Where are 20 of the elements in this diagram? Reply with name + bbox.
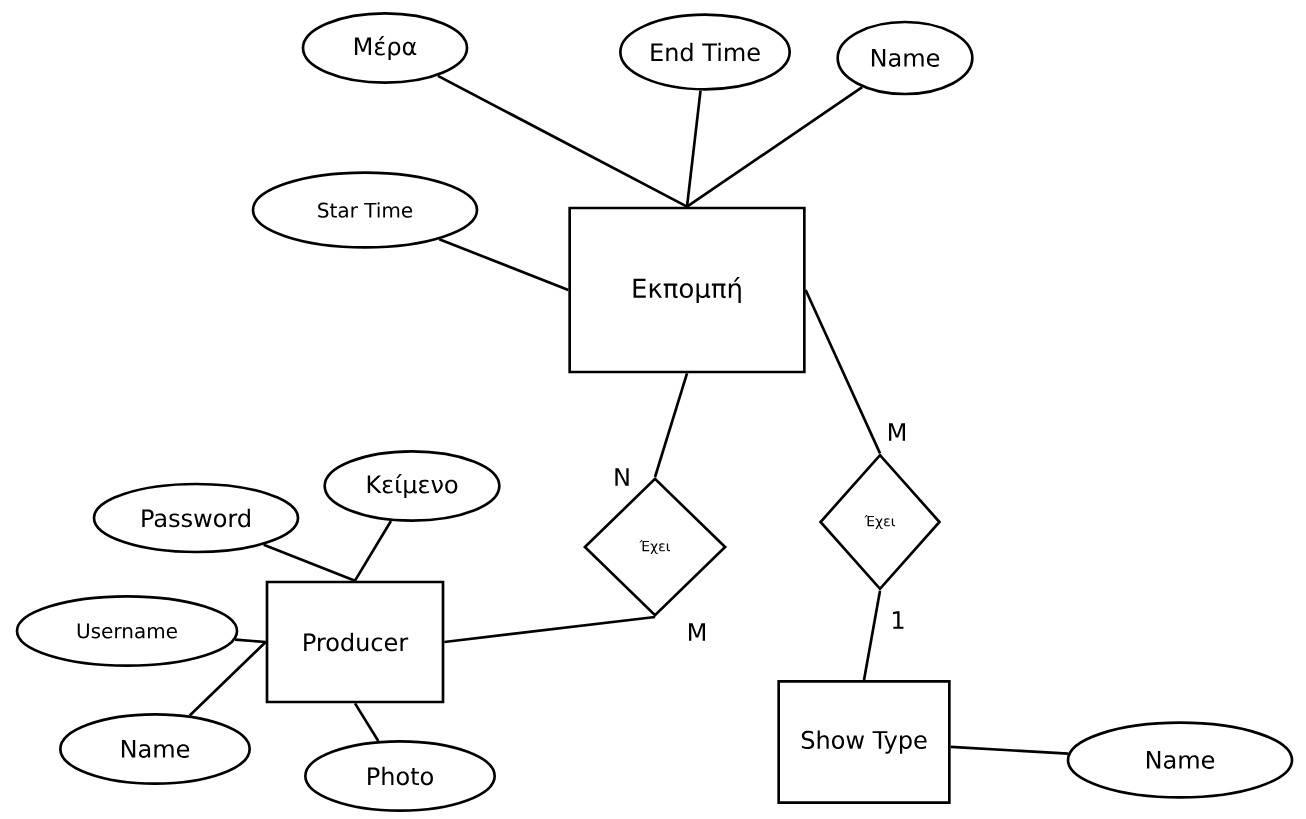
connector-line: [438, 237, 569, 292]
connector-line: [263, 543, 356, 582]
connector-line: [188, 641, 267, 717]
connector-line: [804, 289, 882, 454]
cardinality-label: M: [685, 621, 709, 643]
connector-line: [353, 520, 393, 582]
connector-line: [353, 702, 380, 742]
connector-line: [950, 745, 1069, 755]
connector-line: [685, 90, 702, 207]
connector-line: [235, 638, 266, 644]
connector-line: [862, 590, 882, 681]
connector-line: [653, 372, 689, 478]
cardinality-label: 1: [889, 609, 907, 631]
entity-box: Show Type: [777, 680, 951, 804]
connector-line: [444, 615, 656, 644]
connector-line: [437, 74, 688, 208]
entity-box: Producer: [265, 580, 445, 704]
cardinality-label: M: [885, 421, 909, 443]
entity-box: Εκπομπή: [568, 206, 806, 374]
connector-line: [686, 86, 863, 208]
